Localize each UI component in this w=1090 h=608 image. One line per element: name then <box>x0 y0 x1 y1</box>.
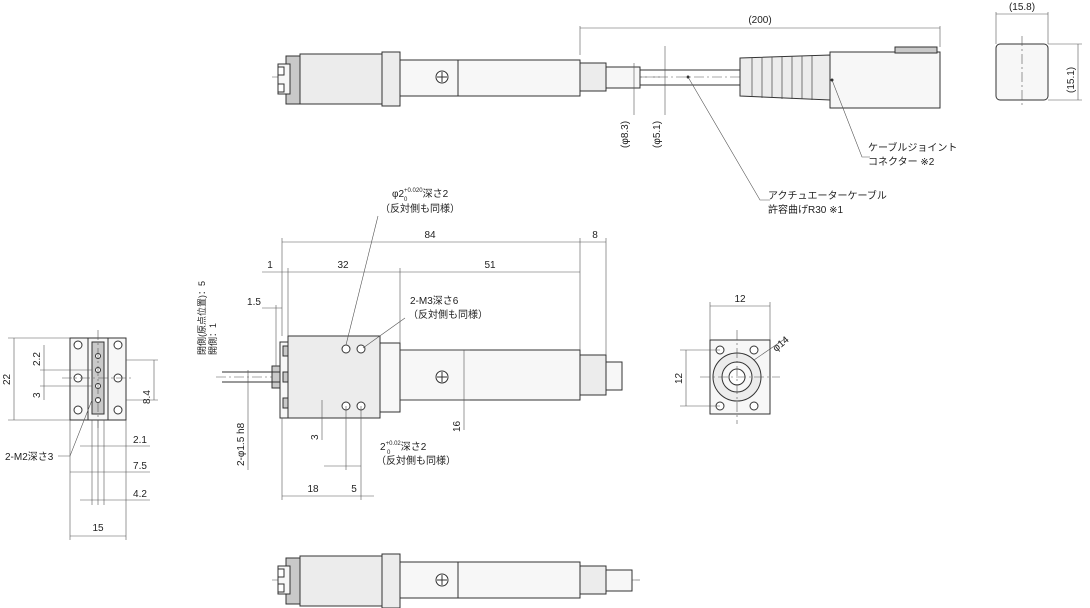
m3-label-2: （反対側も同様） <box>408 308 488 321</box>
dim-3-lower: 3 <box>310 434 321 440</box>
dim-2-2: 2.2 <box>32 352 43 366</box>
pin-bottom-label-2: （反対側も同様） <box>376 454 456 467</box>
dim-151: (15.1) <box>1066 67 1077 93</box>
m3-label-1: 2-M3深さ6 <box>410 295 459 307</box>
dim-1-5: 1.5 <box>247 297 261 308</box>
dim-32: 32 <box>337 260 349 271</box>
pin-bottom-label: 2+0.02深さ2 <box>380 441 427 453</box>
dim-2-1: 2.1 <box>133 435 147 446</box>
m2-label: 2-M2深さ3 <box>5 451 54 463</box>
cable-label-1: アクチュエーターケーブル <box>768 189 887 202</box>
dim-18: 18 <box>307 484 319 495</box>
pin-h8-label: 2-φ1.5 h8 <box>236 422 247 466</box>
main-view: 84 8 1 32 51 1.5 閉側(原点位置)：5 開側：1 φ2+0.02… <box>196 188 625 500</box>
top-view: (200) (φ8.3) (φ5.1) ケーブルジョイント コネクター ※2 ア… <box>272 15 957 216</box>
dim-12-vertical: 12 <box>674 372 685 384</box>
dim-3: 3 <box>32 392 43 398</box>
pin-top-label: φ2+0.020深さ2 <box>392 188 449 200</box>
dim-4-2: 4.2 <box>133 489 147 500</box>
bottom-view <box>272 553 640 608</box>
stroke-label-2: 開側：1 <box>207 323 218 355</box>
cable-label-2: 許容曲げR30 ※1 <box>768 203 844 216</box>
dim-15: 15 <box>92 523 104 534</box>
dim-phi83: (φ8.3) <box>620 121 631 148</box>
connector-label-1: ケーブルジョイント <box>868 141 957 154</box>
dim-8-4: 8.4 <box>142 390 153 404</box>
dim-8: 8 <box>592 230 598 241</box>
pin-top-label-2: （反対側も同様） <box>380 202 460 215</box>
dim-phi51: (φ5.1) <box>652 121 663 148</box>
right-end-view: 12 12 φ14 <box>674 294 792 424</box>
dim-200: (200) <box>748 15 771 26</box>
dim-158: (15.8) <box>1009 2 1035 13</box>
pin-bottom-tol-lower: 0 <box>387 450 391 456</box>
connector-end-view: (15.8) (15.1) <box>995 2 1082 108</box>
stroke-label-1: 閉側(原点位置)：5 <box>196 281 207 355</box>
left-end-view: 22 2.2 3 8.4 2-M2深さ3 2.1 7.5 4.2 15 <box>2 330 158 540</box>
dim-1: 1 <box>267 260 273 271</box>
dim-7-5: 7.5 <box>133 461 147 472</box>
dim-84: 84 <box>424 230 436 241</box>
dim-phi14: φ14 <box>771 334 792 354</box>
dim-22: 22 <box>2 373 13 385</box>
dim-16: 16 <box>452 420 463 432</box>
pin-top-tol-lower: 0 <box>404 197 408 203</box>
dim-51: 51 <box>484 260 496 271</box>
dim-12-horizontal: 12 <box>734 294 746 305</box>
dim-5: 5 <box>351 484 357 495</box>
connector-label-2: コネクター ※2 <box>868 156 935 168</box>
